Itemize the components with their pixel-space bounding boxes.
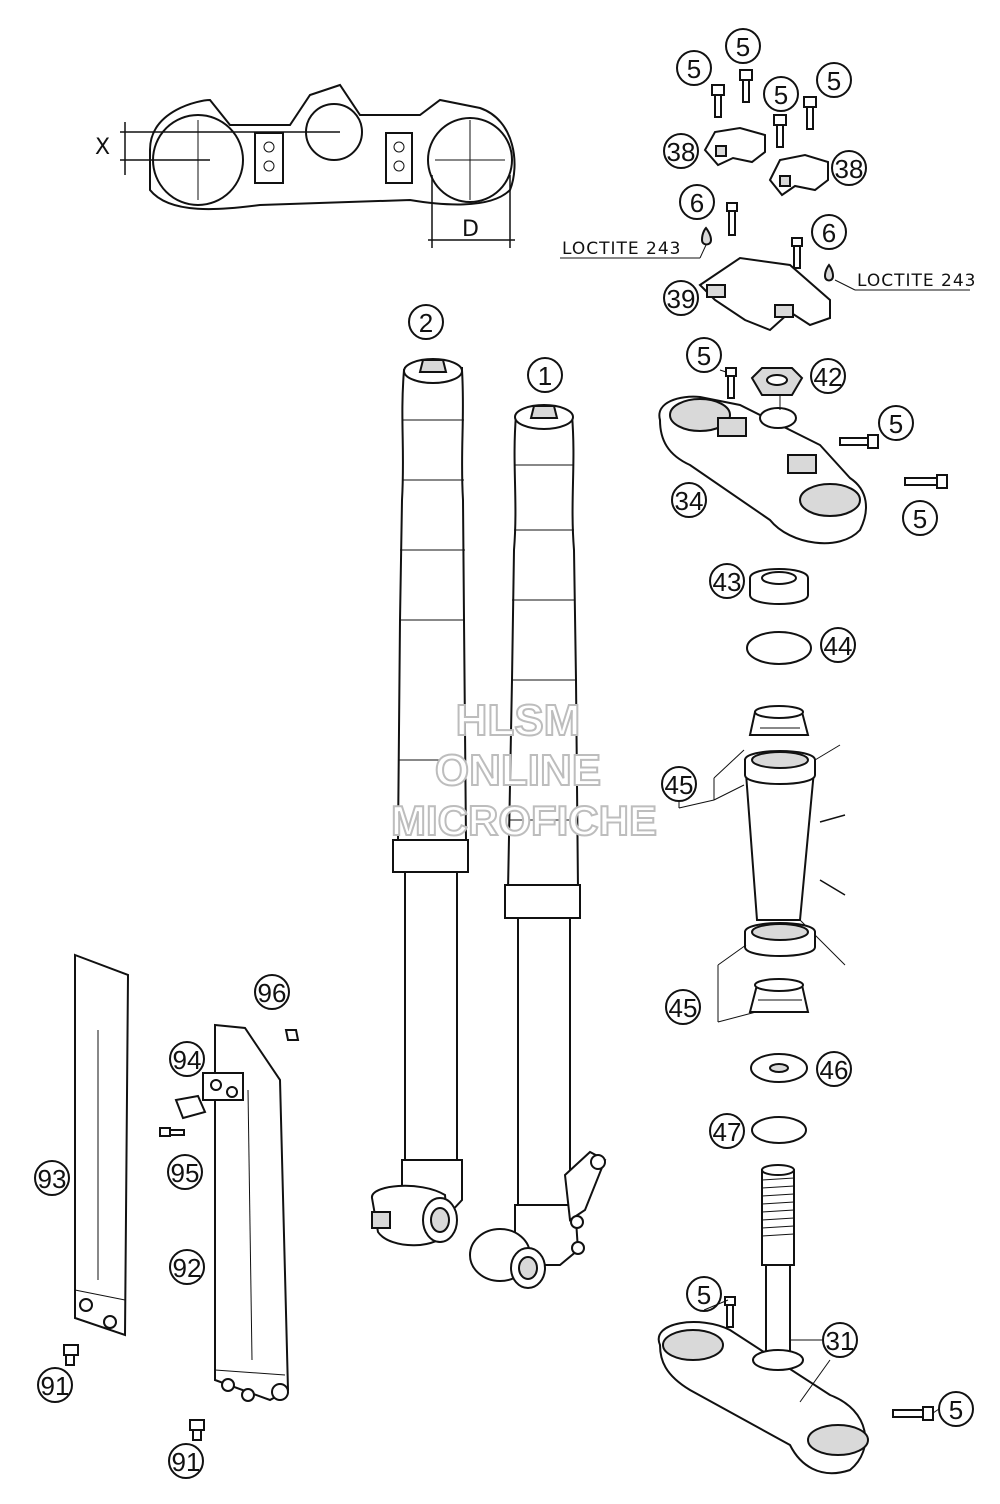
dimension-x-label: X	[95, 135, 110, 160]
fork-leg-2	[371, 358, 469, 1247]
svg-text:38: 38	[835, 154, 864, 184]
callout-5-g: 5	[902, 500, 938, 536]
callout-38-b: 38	[831, 150, 867, 186]
svg-text:6: 6	[822, 218, 836, 248]
svg-text:94: 94	[173, 1045, 202, 1075]
svg-text:42: 42	[814, 362, 843, 392]
callout-5-a: 5	[676, 50, 712, 86]
callout-2: 2	[408, 304, 444, 340]
svg-text:5: 5	[736, 32, 750, 62]
callout-45-a: 45	[661, 766, 697, 802]
svg-text:6: 6	[690, 188, 704, 218]
triple-clamp-dimension-view: X D	[95, 83, 516, 248]
steering-bearing-group	[713, 568, 846, 1144]
svg-text:45: 45	[669, 993, 698, 1023]
dimension-d-label: D	[462, 217, 479, 242]
svg-text:95: 95	[171, 1158, 200, 1188]
callout-5-h: 5	[686, 1276, 722, 1312]
svg-text:96: 96	[258, 978, 287, 1008]
svg-text:31: 31	[826, 1326, 855, 1356]
fork-guard-93	[63, 953, 130, 1366]
svg-text:5: 5	[697, 341, 711, 371]
svg-text:5: 5	[827, 66, 841, 96]
loctite-label-left: LOCTITE 243	[562, 239, 682, 259]
svg-text:91: 91	[41, 1371, 70, 1401]
callout-5-i: 5	[938, 1391, 974, 1427]
fork-leg-1	[469, 404, 607, 1289]
svg-text:5: 5	[949, 1395, 963, 1425]
fork-guard-92	[159, 1023, 300, 1441]
svg-text:92: 92	[173, 1253, 202, 1283]
callout-43: 43	[709, 563, 745, 599]
svg-text:2: 2	[419, 308, 433, 338]
svg-text:5: 5	[687, 54, 701, 84]
loctite-label-right: LOCTITE 243	[857, 271, 977, 291]
svg-text:93: 93	[38, 1164, 67, 1194]
svg-text:5: 5	[697, 1280, 711, 1310]
callout-46: 46	[816, 1051, 852, 1087]
callout-91-a: 91	[37, 1367, 73, 1403]
callout-5-e: 5	[686, 337, 722, 373]
svg-text:91: 91	[172, 1447, 201, 1477]
watermark: HLSM ONLINE MICROFICHE	[390, 695, 658, 845]
callout-42: 42	[810, 358, 846, 394]
watermark-line-2: ONLINE	[435, 746, 601, 795]
watermark-line-3: MICROFICHE	[391, 797, 657, 844]
callout-5-c: 5	[763, 76, 799, 112]
callout-92: 92	[169, 1249, 205, 1285]
callout-34: 34	[671, 482, 707, 518]
callout-6-b: 6	[811, 214, 847, 250]
callout-96: 96	[254, 974, 290, 1010]
handlebar-clamp-group: LOCTITE 243 LOCTITE 243	[560, 69, 977, 332]
svg-text:5: 5	[889, 409, 903, 439]
svg-text:43: 43	[713, 567, 742, 597]
svg-text:38: 38	[667, 137, 696, 167]
upper-triple-clamp	[658, 367, 948, 545]
svg-text:46: 46	[820, 1055, 849, 1085]
svg-text:5: 5	[913, 504, 927, 534]
svg-text:1: 1	[538, 361, 552, 391]
callout-94: 94	[169, 1041, 205, 1077]
callout-91-b: 91	[168, 1443, 204, 1479]
watermark-line-1: HLSM	[456, 696, 581, 745]
callout-5-f: 5	[878, 405, 914, 441]
callout-44: 44	[820, 627, 856, 663]
svg-text:45: 45	[665, 770, 694, 800]
svg-text:47: 47	[713, 1117, 742, 1147]
callout-45-b: 45	[665, 989, 701, 1025]
svg-text:39: 39	[667, 284, 696, 314]
callout-1: 1	[527, 357, 563, 393]
svg-text:44: 44	[824, 631, 853, 661]
lower-triple-clamp	[657, 1164, 934, 1475]
callout-93: 93	[34, 1160, 70, 1196]
callout-39: 39	[663, 280, 699, 316]
callout-5-d: 5	[816, 62, 852, 98]
callout-6-a: 6	[679, 184, 715, 220]
svg-text:34: 34	[675, 486, 704, 516]
callout-95: 95	[167, 1154, 203, 1190]
leader-lines	[678, 369, 940, 1414]
callout-47: 47	[709, 1113, 745, 1149]
svg-text:5: 5	[774, 80, 788, 110]
callout-38-a: 38	[663, 133, 699, 169]
callout-31: 31	[822, 1322, 858, 1358]
callout-5-b: 5	[725, 28, 761, 64]
